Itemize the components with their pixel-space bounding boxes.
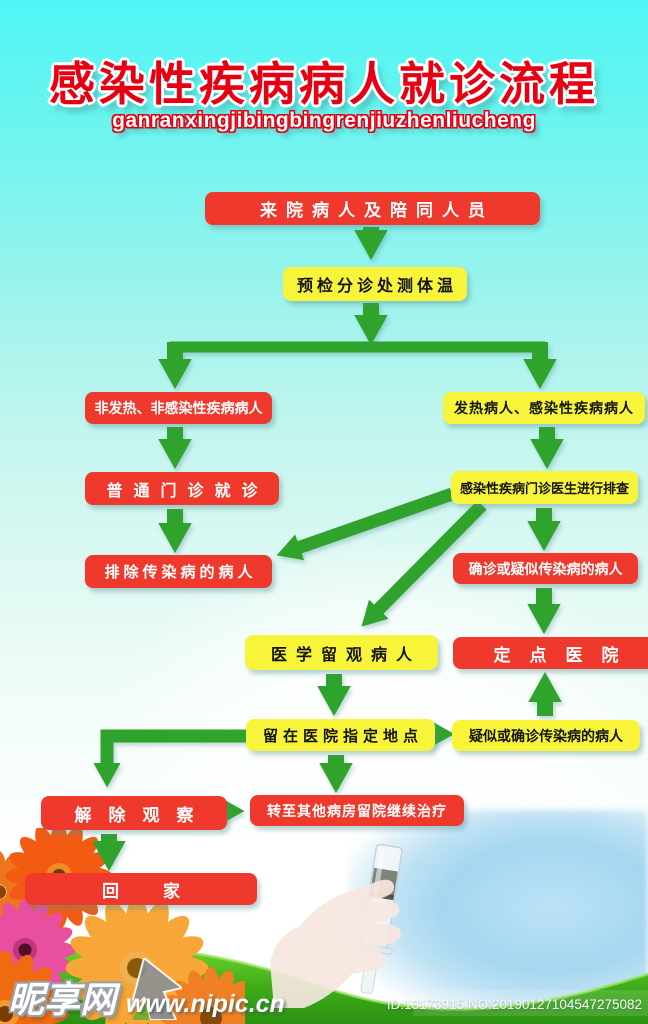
watermark-serial: ID:13173915 NO:20190127104547275082 bbox=[386, 997, 642, 1012]
flow-node-suspected-confirmed: 疑似或确诊传染病的病人 bbox=[452, 720, 640, 751]
flow-node-release-observation: 解除观察 bbox=[41, 796, 227, 830]
flow-node-excluded: 排除传染病的病人 bbox=[85, 555, 272, 588]
flow-node-designated-hospital: 定点医院 bbox=[453, 637, 648, 669]
flow-node-general-clinic: 普通门诊就诊 bbox=[85, 472, 279, 505]
flow-node-screening: 感染性疾病门诊医生进行排查 bbox=[451, 471, 638, 504]
watermark-site-url: www.nipic.cn bbox=[126, 989, 285, 1018]
flow-node-arrival: 来院病人及陪同人员 bbox=[205, 192, 540, 225]
flow-node-medical-observation: 医学留观病人 bbox=[245, 635, 438, 670]
poster-title: 感染性疾病病人就诊流程 bbox=[49, 58, 599, 110]
flow-node-non-fever: 非发热、非感染性疾病病人 bbox=[85, 392, 272, 424]
poster-subtitle-pinyin: ganranxingjibingbingrenjiuzhenliucheng bbox=[112, 109, 536, 132]
watermark-site-name: 昵享网 bbox=[8, 979, 117, 1020]
flow-node-fever: 发热病人、感染性疾病病人 bbox=[443, 392, 645, 424]
flow-node-stay-in-hospital: 留在医院指定地点 bbox=[246, 719, 435, 751]
flow-node-triage-temp: 预检分诊处测体温 bbox=[283, 267, 467, 301]
watermark: 昵享网 www.nipic.cn bbox=[8, 958, 285, 1020]
arrow-stay-to-release bbox=[93, 729, 246, 788]
flow-node-confirmed-suspected: 确诊或疑似传染病的病人 bbox=[453, 553, 638, 584]
flow-node-go-home: 回家 bbox=[25, 873, 257, 905]
flow-node-transfer-ward: 转至其他病房留院继续治疗 bbox=[250, 795, 464, 826]
arrow-screening-to-excluded bbox=[276, 487, 455, 561]
